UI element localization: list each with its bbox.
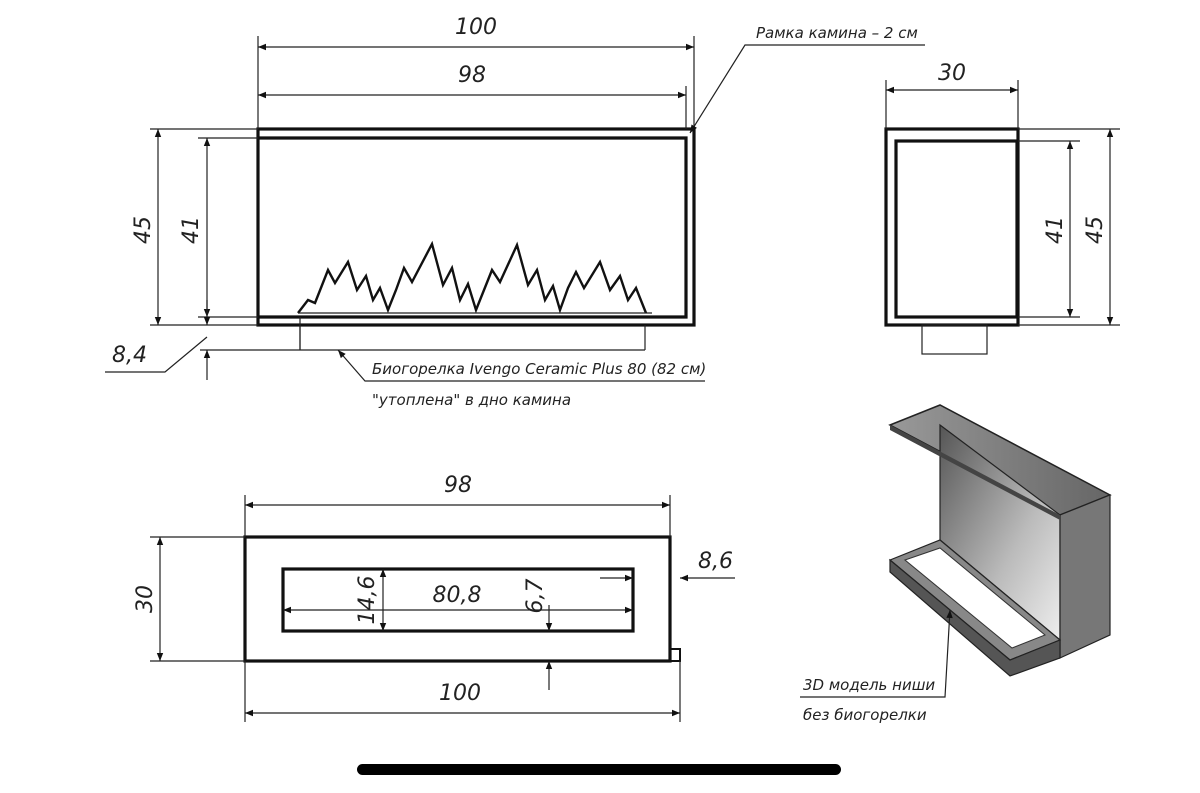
flame-outline <box>297 240 648 314</box>
dim-slot-offset-side: 8,6 <box>698 549 733 574</box>
dim-width-outer: 100 <box>455 15 497 40</box>
burner-note-line1: Биогорелка Ivengo Ceramic Plus 80 (82 см… <box>372 360 706 378</box>
dim-top-depth: 30 <box>133 585 158 613</box>
dim-side-depth: 30 <box>938 61 966 86</box>
dim-burner-depth: 8,4 <box>112 343 147 368</box>
model-note-line1: 3D модель ниши <box>803 676 935 694</box>
niche-3d-model: 3D модель ниши без биогорелки <box>800 404 1112 724</box>
dim-height-outer: 45 <box>131 216 156 244</box>
dim-width-inner: 98 <box>458 63 486 88</box>
top-view: 98 100 30 14,6 80,8 6,7 8,6 <box>133 473 735 722</box>
model-note-line2: без биогорелки <box>803 706 927 724</box>
dim-slot-width: 80,8 <box>433 583 482 608</box>
burner-note-line2: "утоплена" в дно камина <box>372 391 571 409</box>
front-inner-opening <box>258 136 688 319</box>
dim-side-height-outer: 45 <box>1083 216 1108 244</box>
scrollbar[interactable] <box>357 764 841 775</box>
dim-height-inner: 41 <box>179 216 204 244</box>
side-outer <box>884 127 1020 327</box>
burner-slot <box>281 567 635 633</box>
dim-side-height-inner: 41 <box>1043 216 1068 244</box>
dim-top-width-outer: 100 <box>439 681 481 706</box>
front-view: 100 98 45 41 8,4 Рамка камина – 2 см Био… <box>105 15 925 409</box>
dim-slot-depth: 14,6 <box>355 576 380 625</box>
side-burner <box>921 324 988 355</box>
dim-top-width-inner: 98 <box>444 473 472 498</box>
side-view: 30 41 45 <box>884 61 1120 355</box>
side-inner <box>894 139 1019 319</box>
frame-note: Рамка камина – 2 см <box>756 24 918 42</box>
front-outer-frame <box>256 127 696 327</box>
dim-slot-offset-front: 6,7 <box>523 579 548 614</box>
